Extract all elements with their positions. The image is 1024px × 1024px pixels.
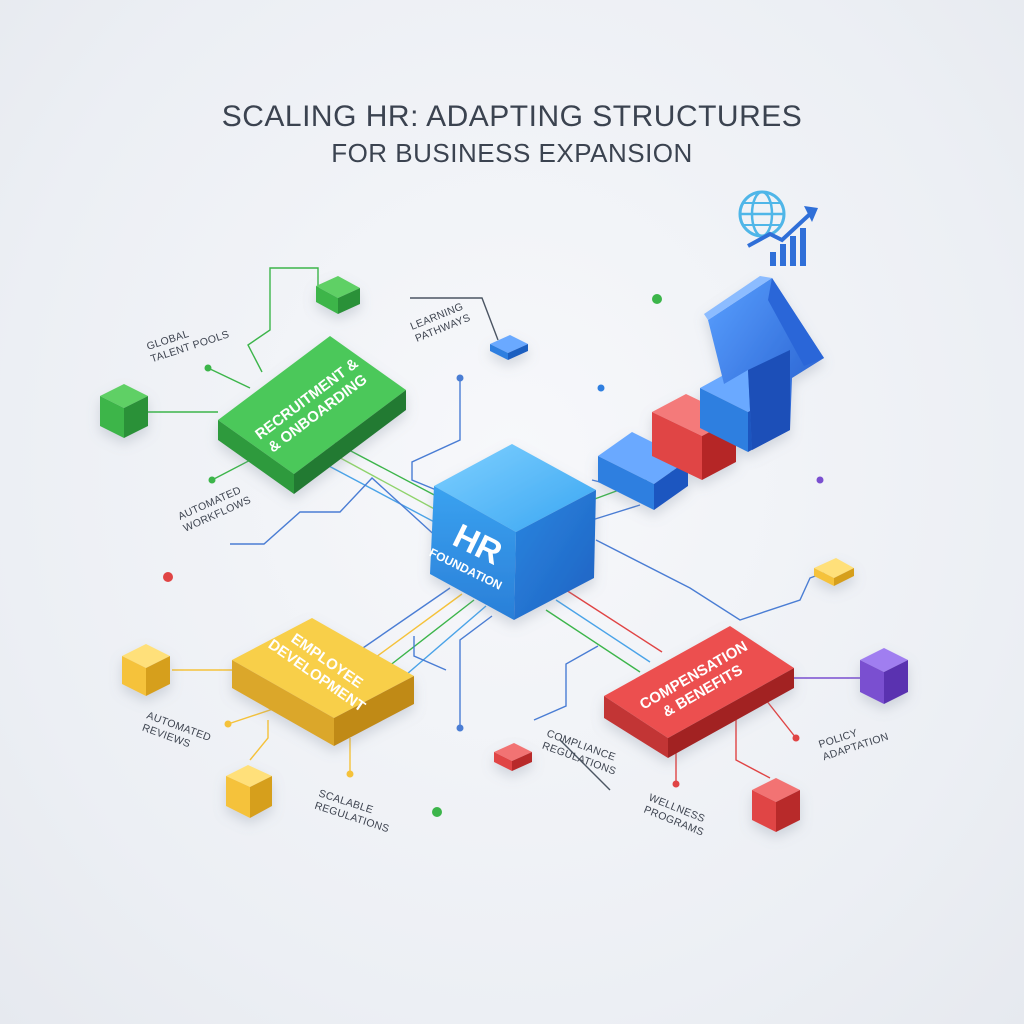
line-hub-yellow-1 xyxy=(359,587,451,651)
line-compliance xyxy=(533,645,599,721)
recruitment-block[interactable]: RECRUITMENT & & ONBOARDING xyxy=(218,336,406,494)
line-yellow-cube xyxy=(249,720,269,761)
line-hub-yellow-2 xyxy=(371,593,463,661)
label-compliance: COMPLIANCE REGULATIONS xyxy=(541,728,618,778)
cube-yellow-bottom xyxy=(226,765,272,818)
compensation-block[interactable]: COMPENSATION & BENEFITS xyxy=(604,626,794,758)
dot xyxy=(456,374,464,382)
dot xyxy=(672,780,680,788)
line-hub-comp-3 xyxy=(545,609,641,673)
line-green-cube xyxy=(247,267,290,373)
line-hub-yellow-right xyxy=(595,539,827,621)
cube-blue-small xyxy=(490,335,528,360)
line-green-hub-2 xyxy=(321,447,441,513)
dot xyxy=(346,770,354,778)
line-hub-comp-2 xyxy=(555,599,651,663)
upward-arrow-icon xyxy=(704,276,824,450)
hr-foundation-cube[interactable]: HR FOUNDATION xyxy=(427,444,596,620)
dot xyxy=(597,384,605,392)
dot xyxy=(456,724,464,732)
line-compliance-label xyxy=(559,739,611,791)
dot xyxy=(652,294,662,304)
step-blue-1 xyxy=(598,432,688,510)
cube-red-small xyxy=(494,743,532,771)
page-subtitle: FOR BUSINESS EXPANSION xyxy=(331,138,693,168)
line-green-hub-3 xyxy=(309,455,441,526)
cube-yellow-right xyxy=(814,558,854,586)
label-automated-reviews: AUTOMATED REVIEWS xyxy=(141,710,213,751)
globe-growth-icon xyxy=(738,190,818,266)
title-block: SCALING HR: ADAPTING STRUCTURES FOR BUSI… xyxy=(0,100,1024,169)
small-cubes xyxy=(100,276,908,832)
dot xyxy=(204,364,212,372)
line-hub-comp-1 xyxy=(565,589,663,653)
label-learning: LEARNING PATHWAYS xyxy=(409,301,473,345)
line-learning-hub xyxy=(411,378,461,495)
line-hub-down-2 xyxy=(413,636,447,671)
cube-green-top xyxy=(316,276,360,314)
line-green-dot xyxy=(207,367,251,389)
line-learning xyxy=(410,297,499,341)
development-block[interactable]: EMPLOYEE DEVELOPMENT xyxy=(232,618,414,746)
label-scalable-regulations: SCALABLE REGULATIONS xyxy=(313,787,391,835)
cube-red-bottom xyxy=(752,778,800,832)
growth-steps xyxy=(598,276,824,510)
accent-dots xyxy=(163,294,824,817)
cube-yellow-left xyxy=(122,644,170,696)
line-hub-down xyxy=(459,615,493,726)
line-policy-dot xyxy=(765,699,797,739)
line-red-cube xyxy=(735,716,771,779)
dot xyxy=(224,720,232,728)
dot xyxy=(816,476,824,484)
dot xyxy=(208,476,216,484)
label-wellness: WELLNESS PROGRAMS xyxy=(642,792,707,839)
label-policy: POLICY ADAPTATION xyxy=(817,727,890,763)
dot xyxy=(792,734,800,742)
line-hub-yellow-3 xyxy=(383,599,475,671)
cube-purple xyxy=(860,648,908,704)
label-global-talent: GLOBAL TALENT POOLS xyxy=(145,328,231,365)
line-workflows xyxy=(230,477,441,545)
line-hub-steps-3 xyxy=(591,504,641,521)
page-title: SCALING HR: ADAPTING STRUCTURES xyxy=(221,100,803,133)
cube-green-left xyxy=(100,384,148,438)
dot xyxy=(432,807,442,817)
dot xyxy=(163,572,173,582)
line-hub-yellow-4 xyxy=(399,605,487,681)
label-automated-workflows: AUTOMATED WORKFLOWS xyxy=(176,484,253,534)
